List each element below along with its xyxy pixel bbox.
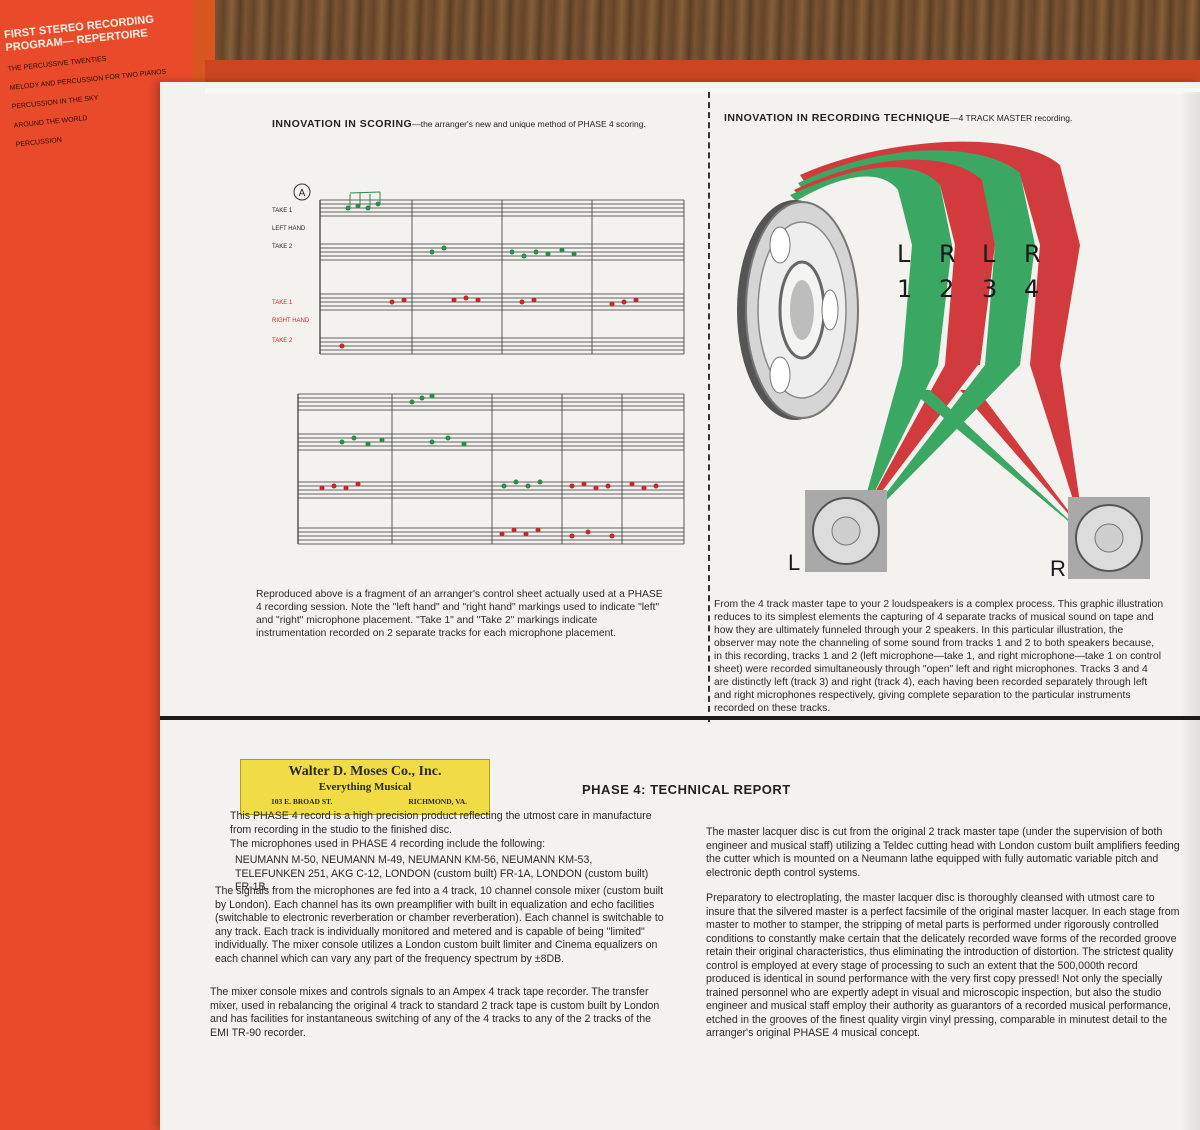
track-ribbon-4 — [800, 141, 1080, 365]
report-mixer-paragraph: The signals from the microphones are fed… — [215, 885, 664, 965]
scoring-caption: Reproduced above is a fragment of an arr… — [256, 589, 663, 639]
recording-caption: From the 4 track master tape to your 2 l… — [714, 599, 1164, 714]
scoring-heading: INNOVATION IN SCORING—the arranger's new… — [272, 118, 646, 130]
report-lacquer-paragraph: The master lacquer disc is cut from the … — [706, 826, 1180, 879]
track-4-channel: R — [1024, 240, 1041, 268]
dealer-name: Walter D. Moses Co., Inc. — [288, 764, 442, 779]
track-ribbon-3 — [798, 150, 1035, 365]
funnel-track2-left — [858, 365, 978, 523]
technical-report-title: PHASE 4: TECHNICAL REPORT — [582, 782, 791, 797]
page-top-edge — [205, 88, 1200, 94]
track-2-number: 2 — [939, 275, 955, 303]
track-2-channel: R — [939, 240, 956, 268]
speaker-left-label: L — [788, 550, 801, 575]
cover-repertoire-text: FIRST STEREO RECORDING PROGRAM— REPERTOI… — [4, 11, 187, 159]
rehearsal-marker — [293, 183, 311, 201]
report-mic-list: NEUMANN M-50, NEUMANN M-49, NEUMANN KM-5… — [235, 854, 649, 893]
speaker-right-label: R — [1050, 556, 1066, 581]
green-stems — [349, 191, 381, 208]
report-intro: This PHASE 4 record is a high precision … — [230, 810, 652, 836]
score-take1-label-red: TAKE 1 — [272, 300, 293, 306]
green-notation — [339, 201, 577, 489]
track-3-number: 3 — [982, 275, 998, 303]
rehearsal-marker-label: A — [299, 188, 306, 199]
four-track-diagram — [737, 141, 1150, 579]
speaker-left-graphic — [805, 490, 887, 572]
score-right-hand-label: RIGHT HAND — [272, 318, 310, 324]
recording-heading: INNOVATION IN RECORDING TECHNIQUE—4 TRAC… — [724, 112, 1073, 124]
track-4-number: 4 — [1024, 275, 1040, 303]
score-system-2 — [297, 393, 685, 545]
arranger-score-sheet: A TAKE 1 LEFT HAND TAKE 2 TAKE 1 RIGHT H… — [272, 183, 685, 545]
track-1-channel: L — [897, 240, 911, 268]
funnel-track2-right — [960, 390, 1085, 533]
funnel-track3-left — [860, 365, 1020, 527]
report-mic-intro: The microphones used in PHASE 4 recordin… — [230, 838, 546, 850]
dealer-city: RICHMOND, VA. — [408, 797, 467, 806]
score-left-hand-label: LEFT HAND — [272, 226, 306, 232]
section-divider-vertical — [708, 92, 710, 722]
tape-reel-graphic — [737, 200, 859, 420]
score-take2-label-red: TAKE 2 — [272, 338, 293, 344]
score-system-1 — [319, 199, 685, 355]
track-ribbon-2 — [794, 159, 995, 365]
dealer-tagline: Everything Musical — [318, 781, 412, 793]
funnel-track4-right — [1030, 365, 1085, 537]
report-electroplating-paragraph: Preparatory to electroplating, the maste… — [706, 892, 1180, 1039]
track-1-number: 1 — [897, 275, 913, 303]
dealer-stamp: Walter D. Moses Co., Inc. Everything Mus… — [240, 759, 490, 815]
report-transfer-paragraph: The mixer console mixes and controls sig… — [210, 986, 660, 1039]
score-take1-label: TAKE 1 — [272, 208, 293, 214]
page-shadow — [1180, 92, 1200, 1130]
cover-title: FIRST STEREO RECORDING PROGRAM— REPERTOI… — [3, 13, 155, 55]
section-divider-horizontal — [160, 716, 1200, 720]
funnel-track1-left — [858, 365, 938, 525]
red-notation — [319, 295, 659, 539]
dealer-address: 103 E. BROAD ST. — [271, 797, 333, 806]
track-3-channel: L — [982, 240, 996, 268]
score-take2-label: TAKE 2 — [272, 244, 293, 250]
speaker-right-graphic — [1068, 497, 1150, 579]
track-ribbon-1 — [790, 167, 952, 365]
